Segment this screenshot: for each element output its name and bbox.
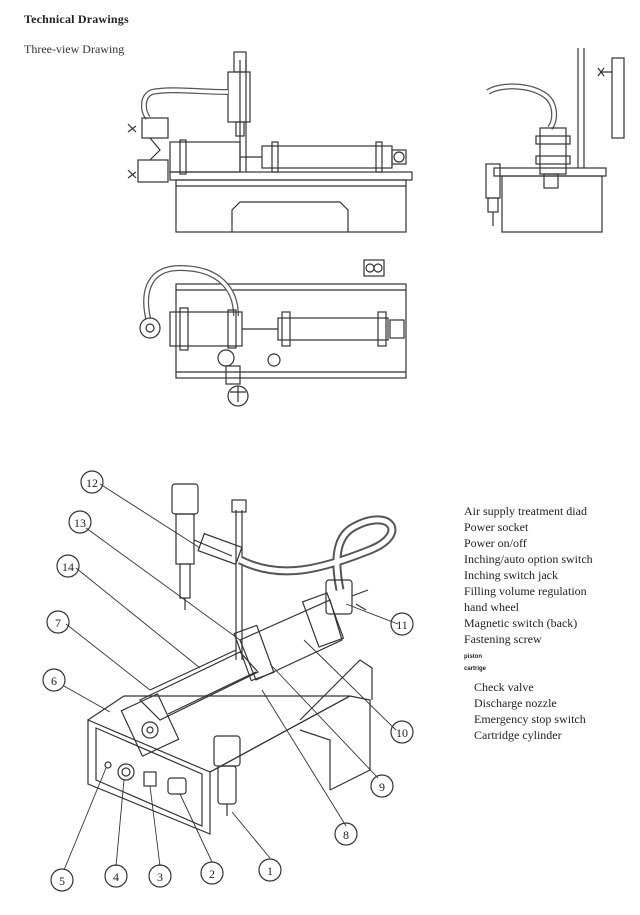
callout-circle-11 xyxy=(390,612,414,636)
callout-circle-9 xyxy=(370,774,394,798)
callout-circle-10 xyxy=(390,720,414,744)
callout-circle-2 xyxy=(200,861,224,885)
legend-item: Emergency stop switch xyxy=(474,712,586,726)
callout-label-10: 10 xyxy=(396,726,408,740)
legend-item: Cartridge cylinder xyxy=(474,728,562,742)
callout-label-5: 5 xyxy=(59,874,65,888)
legend-item: Fastening screw xyxy=(464,632,542,646)
callout-circle-14 xyxy=(56,554,80,578)
callout-label-12: 12 xyxy=(86,476,98,490)
callout-label-7: 7 xyxy=(55,616,61,630)
callout-label-11: 11 xyxy=(396,618,408,632)
legend-item: Power socket xyxy=(464,520,529,534)
legend-item: Air supply treatment diad xyxy=(464,504,587,518)
legend-item: Inching switch jack xyxy=(464,568,558,582)
top-view xyxy=(139,259,407,407)
legend-item: Power on/off xyxy=(464,536,527,550)
legend-item: Discharge nozzle xyxy=(474,696,557,710)
callout-circle-4 xyxy=(104,864,128,888)
perspective-view xyxy=(87,483,397,835)
callout-label-1: 1 xyxy=(267,864,273,878)
callout-circles xyxy=(42,470,414,892)
callout-circle-7 xyxy=(46,610,70,634)
callout-circle-12 xyxy=(80,470,104,494)
callout-circle-1 xyxy=(258,858,282,882)
legend-item: hand wheel xyxy=(464,600,519,614)
legend-item: cartrige xyxy=(464,666,487,672)
callout-label-8: 8 xyxy=(343,828,349,842)
callout-circle-6 xyxy=(42,668,66,692)
front-view xyxy=(127,51,413,233)
callout-circle-3 xyxy=(148,864,172,888)
legend-item: Inching/auto option switch xyxy=(464,552,593,566)
callout-circle-5 xyxy=(50,868,74,892)
side-view xyxy=(485,48,625,233)
legend-item: Magnetic switch (back) xyxy=(464,616,578,630)
callout-leader-lines xyxy=(63,483,399,871)
callout-label-2: 2 xyxy=(209,867,215,881)
callout-label-6: 6 xyxy=(51,674,57,688)
legend-item: piston xyxy=(464,654,482,660)
callout-label-14: 14 xyxy=(62,560,74,574)
page-title: Technical Drawings xyxy=(24,12,129,26)
callout-label-9: 9 xyxy=(379,780,385,794)
legend-item: Check valve xyxy=(474,680,534,694)
callout-label-4: 4 xyxy=(113,870,119,884)
callout-circle-13 xyxy=(68,510,92,534)
callout-circle-8 xyxy=(334,822,358,846)
callout-label-13: 13 xyxy=(74,516,86,530)
callout-label-3: 3 xyxy=(157,870,163,884)
page-subtitle: Three-view Drawing xyxy=(24,42,125,56)
legend-item: Filling volume regulation xyxy=(464,584,587,598)
